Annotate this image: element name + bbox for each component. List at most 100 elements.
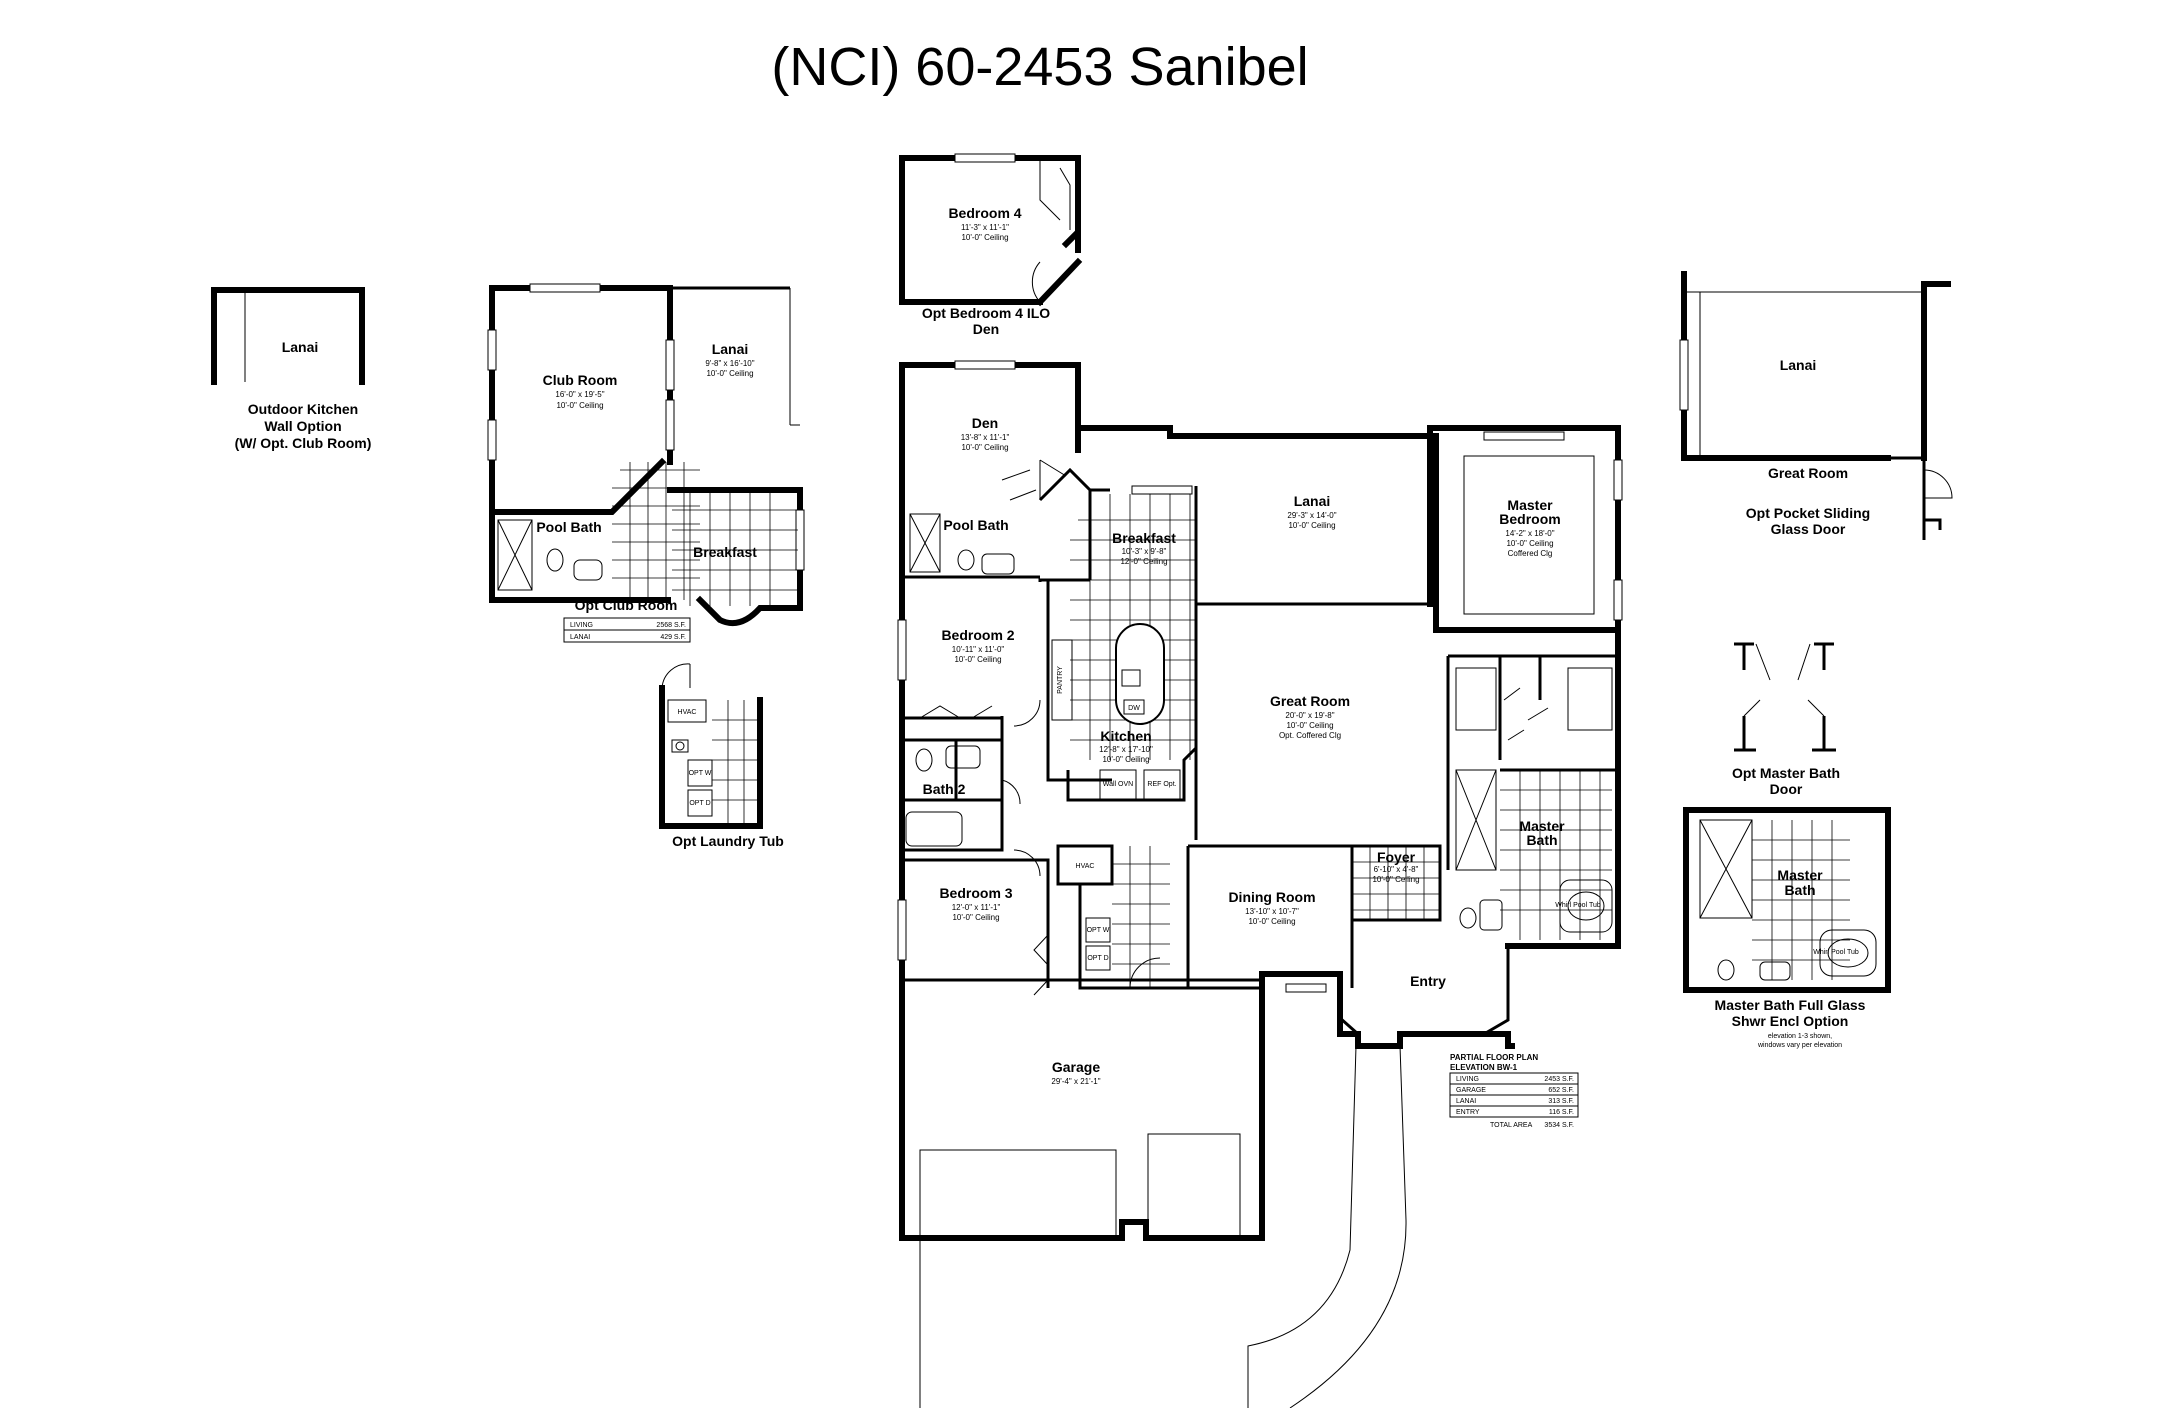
pocket-door-caption-2: Glass Door <box>1771 521 1846 537</box>
outdoor-kitchen-caption-3: (W/ Opt. Club Room) <box>235 435 372 451</box>
area-table-heading-2: ELEVATION BW-1 <box>1450 1063 1518 1072</box>
bedroom2-name: Bedroom 2 <box>941 627 1014 643</box>
master-bath-door-option: Opt Master Bath Door <box>1732 642 1840 797</box>
master-bath-glass-option: Whirl Pool Tub Master Bath Master Bath F… <box>1683 807 1891 1049</box>
kitchen-name: Kitchen <box>1100 728 1151 744</box>
laundry-caption: Opt Laundry Tub <box>672 833 784 849</box>
master-bedroom-dims: 14'-2" x 18'-0" <box>1505 529 1554 538</box>
area-row-value-2: 313 S.F. <box>1548 1098 1574 1105</box>
master-bedroom-name-2: Bedroom <box>1499 511 1560 527</box>
entry-label: Entry <box>1410 973 1446 989</box>
foyer-dims: 6'-10" x 4'-8" <box>1374 865 1419 874</box>
den-name: Den <box>972 415 998 431</box>
bedroom4-name: Bedroom 4 <box>948 205 1021 221</box>
area-row-value-3: 116 S.F. <box>1549 1109 1574 1116</box>
outdoor-kitchen-caption-1: Outdoor Kitchen <box>248 401 358 417</box>
club-room-caption: Opt Club Room <box>575 597 678 613</box>
area-row-label-1: GARAGE <box>1456 1087 1486 1094</box>
den-ceiling: 10'-0" Ceiling <box>961 443 1008 452</box>
foyer-name: Foyer <box>1377 849 1416 865</box>
lanai-ceiling: 10'-0" Ceiling <box>1288 521 1335 530</box>
bedroom2-dims: 10'-11" x 11'-0" <box>952 645 1005 654</box>
area-total-label: TOTAL AREA <box>1490 1122 1533 1129</box>
main-hvac-label: HVAC <box>1076 863 1095 870</box>
bedroom4-ceiling: 10'-0" Ceiling <box>961 233 1008 242</box>
breakfast-dims: 10'-3" x 9'-8" <box>1122 547 1167 556</box>
kitchen-ceiling: 10'-0" Ceiling <box>1102 755 1149 764</box>
main-pool-bath-label: Pool Bath <box>943 517 1008 533</box>
area-table: PARTIAL FLOOR PLAN ELEVATION BW-1 LIVING… <box>1449 1053 1579 1129</box>
bedroom3-dims: 12'-0" x 11'-1" <box>952 903 1001 912</box>
area-row-label-0: LIVING <box>1456 1076 1479 1083</box>
pocket-door-caption-1: Opt Pocket Sliding <box>1746 505 1870 521</box>
glass-tub-label: Whirl Pool Tub <box>1813 949 1859 956</box>
club-room-name: Club Room <box>543 372 618 388</box>
kitchen-oven-label: Wall OVN <box>1103 781 1133 788</box>
lanai-dims: 29'-3" x 14'-0" <box>1287 511 1336 520</box>
bedroom4-caption-2: Den <box>973 321 999 337</box>
bedroom2-ceiling: 10'-0" Ceiling <box>954 655 1001 664</box>
club-lanai-dims: 9'-8" x 16'-10" <box>705 359 754 368</box>
great-room-extra: Opt. Coffered Clg <box>1279 731 1341 740</box>
main-floor-plan: Whirl Pool Tub DW PANTRY Wall OVN REF Op… <box>897 360 1623 1408</box>
glass-master-label: Master <box>1777 867 1823 883</box>
garage-dims: 29'-4" x 21'-1" <box>1051 1077 1100 1086</box>
lanai-name: Lanai <box>1294 493 1331 509</box>
breakfast-name: Breakfast <box>1112 530 1176 546</box>
outdoor-kitchen-lanai-label: Lanai <box>282 339 319 355</box>
master-tub-label: Whirl Pool Tub <box>1555 902 1601 909</box>
kitchen-dims: 12'-8" x 17'-10" <box>1099 745 1153 754</box>
glass-bath-label: Bath <box>1784 882 1815 898</box>
foyer-ceiling: 10'-0" Ceiling <box>1372 875 1419 884</box>
kitchen-dw-label: DW <box>1128 705 1140 712</box>
glass-note-1: elevation 1-3 shown, <box>1768 1033 1832 1040</box>
glass-note-2: windows vary per elevation <box>1757 1042 1842 1049</box>
glass-caption-1: Master Bath Full Glass <box>1715 997 1866 1013</box>
area-total-value: 3534 S.F. <box>1544 1122 1574 1129</box>
dining-name: Dining Room <box>1228 889 1315 905</box>
bedroom4-caption-1: Opt Bedroom 4 ILO <box>922 305 1050 321</box>
garage-name: Garage <box>1052 1059 1100 1075</box>
master-bath-label-1: Master <box>1519 818 1565 834</box>
club-pool-bath-label: Pool Bath <box>536 519 601 535</box>
club-table-value-1: 429 S.F. <box>660 634 686 641</box>
area-row-value-0: 2453 S.F. <box>1544 1076 1574 1083</box>
dining-ceiling: 10'-0" Ceiling <box>1248 917 1295 926</box>
dining-dims: 13'-10" x 10'-7" <box>1245 907 1299 916</box>
main-laundry-w: OPT W <box>1087 927 1110 934</box>
club-room-option: Pool Bath Club Room 16'-0" x 19'-5" 10'-… <box>487 283 805 643</box>
club-lanai-ceiling: 10'-0" Ceiling <box>706 369 753 378</box>
area-row-label-3: ENTRY <box>1456 1109 1480 1116</box>
club-table-label-0: LIVING <box>570 622 593 629</box>
pocket-door-option: Lanai Great Room Opt Pocket Sliding Glas… <box>1679 271 1953 540</box>
outdoor-kitchen-option: Lanai Outdoor Kitchen Wall Option (W/ Op… <box>211 287 372 451</box>
area-row-value-1: 652 S.F. <box>1548 1087 1574 1094</box>
laundry-tub-option: HVAC OPT W OPT D Opt Laundry Tub <box>659 663 784 849</box>
master-bath-label-2: Bath <box>1526 832 1557 848</box>
great-room-dims: 20'-0" x 19'-8" <box>1285 711 1334 720</box>
page-title: (NCI) 60-2453 Sanibel <box>771 37 1309 97</box>
pocket-door-great-room-label: Great Room <box>1768 465 1848 481</box>
kitchen-pantry-label: PANTRY <box>1057 666 1064 694</box>
breakfast-ceiling: 12'-0" Ceiling <box>1120 557 1167 566</box>
laundry-d-label: OPT D <box>689 800 710 807</box>
pocket-door-lanai-label: Lanai <box>1780 357 1817 373</box>
main-laundry-d: OPT D <box>1087 955 1108 962</box>
bath2-label: Bath 2 <box>923 781 966 797</box>
bedroom4-option: Bedroom 4 11'-3" x 11'-1" 10'-0" Ceiling… <box>899 153 1083 337</box>
glass-caption-2: Shwr Encl Option <box>1732 1013 1849 1029</box>
laundry-hvac-label: HVAC <box>678 709 697 716</box>
club-room-ceiling: 10'-0" Ceiling <box>556 401 603 410</box>
master-bedroom-extra: Coffered Clg <box>1508 549 1553 558</box>
club-breakfast-label: Breakfast <box>693 544 757 560</box>
master-bedroom-name-1: Master <box>1507 497 1553 513</box>
bedroom3-name: Bedroom 3 <box>939 885 1012 901</box>
master-bath-door-caption-1: Opt Master Bath <box>1732 765 1840 781</box>
den-dims: 13'-8" x 11'-1" <box>961 433 1010 442</box>
bedroom3-ceiling: 10'-0" Ceiling <box>952 913 999 922</box>
club-table-label-1: LANAI <box>570 634 590 641</box>
bedroom4-dims: 11'-3" x 11'-1" <box>961 223 1009 232</box>
laundry-w-label: OPT W <box>689 770 712 777</box>
club-room-dims: 16'-0" x 19'-5" <box>555 390 604 399</box>
